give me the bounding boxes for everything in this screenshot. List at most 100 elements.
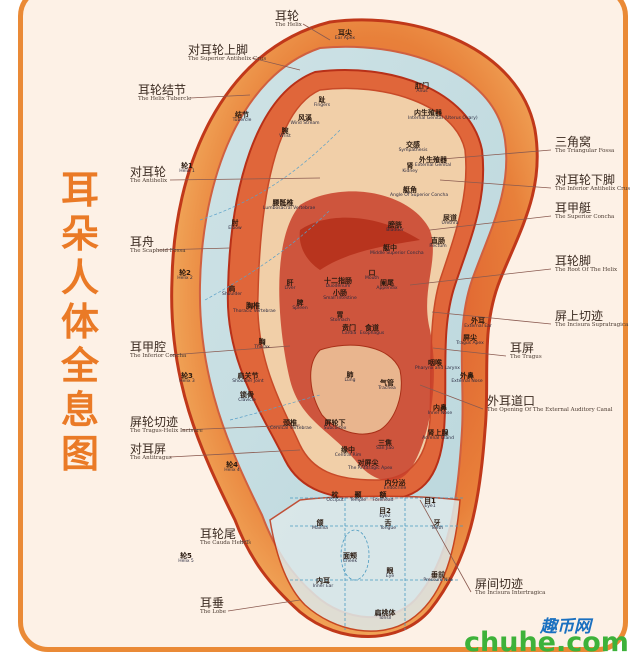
- acupoint-en: Thorax: [254, 345, 270, 350]
- acupoint-en: Tongue: [379, 526, 397, 531]
- acupoint-cn: 舌: [384, 519, 392, 527]
- acupoint-en: Lung: [344, 378, 356, 383]
- acupoint-cn: 耳尖: [338, 29, 352, 37]
- acupoint-en: Stomach: [330, 318, 350, 323]
- acupoint-en: Middle Superior Concha: [370, 251, 424, 256]
- label-en: The Helix: [275, 22, 302, 28]
- label-cn: 对耳轮: [130, 165, 167, 179]
- acupoint-cn: 口: [368, 269, 376, 277]
- acupoint-en: Sympathesis: [398, 148, 428, 153]
- acupoint-cn: 胃: [336, 311, 344, 319]
- label-cn: 屏间切迹: [475, 577, 524, 591]
- leader-line: [169, 177, 321, 181]
- acupoint-en: Tragus Apex: [456, 341, 484, 346]
- label-cn: 耳垂: [200, 596, 225, 610]
- label-cn: 耳轮脚: [555, 254, 592, 268]
- leader-line: [431, 311, 552, 325]
- acupoint-en: Lumbosacral Vertebrae: [263, 206, 316, 211]
- label-en: The Opening Of The External Auditory Can…: [487, 407, 613, 413]
- label-cn: 耳甲艇: [555, 201, 592, 215]
- leader-line: [181, 424, 301, 431]
- leader-line: [432, 347, 507, 357]
- acupoint-cn: 胸: [258, 338, 266, 346]
- acupoint-cn: 牙: [433, 519, 441, 527]
- acupoint-en: Wrist: [279, 134, 291, 139]
- acupoint-cn: 肩关节: [237, 372, 259, 380]
- acupoint-cn: 肛门: [415, 82, 429, 90]
- acupoint-cn: 轮3: [181, 372, 193, 380]
- acupoint-cn: 轮1: [181, 162, 193, 170]
- label-en: The Triangular Fossa: [555, 148, 615, 154]
- acupoint-cn: 腰骶椎: [272, 199, 294, 207]
- leader-line: [302, 23, 331, 41]
- acupoint-en: Pharynx and Larynx: [415, 366, 460, 371]
- label-cn: 耳屏: [510, 341, 535, 355]
- acupoint-cn: 扁桃体: [374, 609, 396, 617]
- acupoint-cn: 枕: [331, 491, 339, 499]
- acupoint-cn: 膀胱: [388, 221, 402, 229]
- leader-line: [157, 247, 231, 251]
- label-en: The Incisura Supratragica: [555, 322, 629, 328]
- helix-root: [299, 217, 420, 270]
- acupoint-cn: 眼: [386, 567, 394, 575]
- acupoint-cn: 面颊: [343, 552, 357, 560]
- acupoint-cn: 颞: [354, 491, 362, 499]
- acupoint-en: Rectum: [429, 244, 447, 249]
- leader-line: [239, 539, 251, 543]
- leader-line: [409, 268, 552, 286]
- acupoint-cn: 内耳: [316, 577, 330, 585]
- acupoint-cn: 咽喉: [428, 359, 442, 367]
- acupoint-cn: 十二指肠: [324, 277, 352, 285]
- acupoint-en: Central Rim: [334, 453, 362, 458]
- acupoint-en: Shoulder: [221, 292, 243, 297]
- label-cn: 耳舟: [130, 235, 155, 249]
- acupoint-en: Cheek: [342, 559, 358, 564]
- acupoint-en: Mouth: [364, 276, 380, 281]
- acupoint-en: Tonsil: [378, 616, 392, 621]
- label-en: The Inferior Antihelix Crus: [555, 186, 631, 192]
- acupoint-cn: 对屏尖: [357, 459, 379, 467]
- acupoint-cn: 贲门: [342, 324, 356, 332]
- acupoint-cn: 肩: [228, 285, 236, 293]
- acupoint-cn: 内鼻: [433, 404, 447, 412]
- acupoint-en: Helix 5: [178, 559, 194, 564]
